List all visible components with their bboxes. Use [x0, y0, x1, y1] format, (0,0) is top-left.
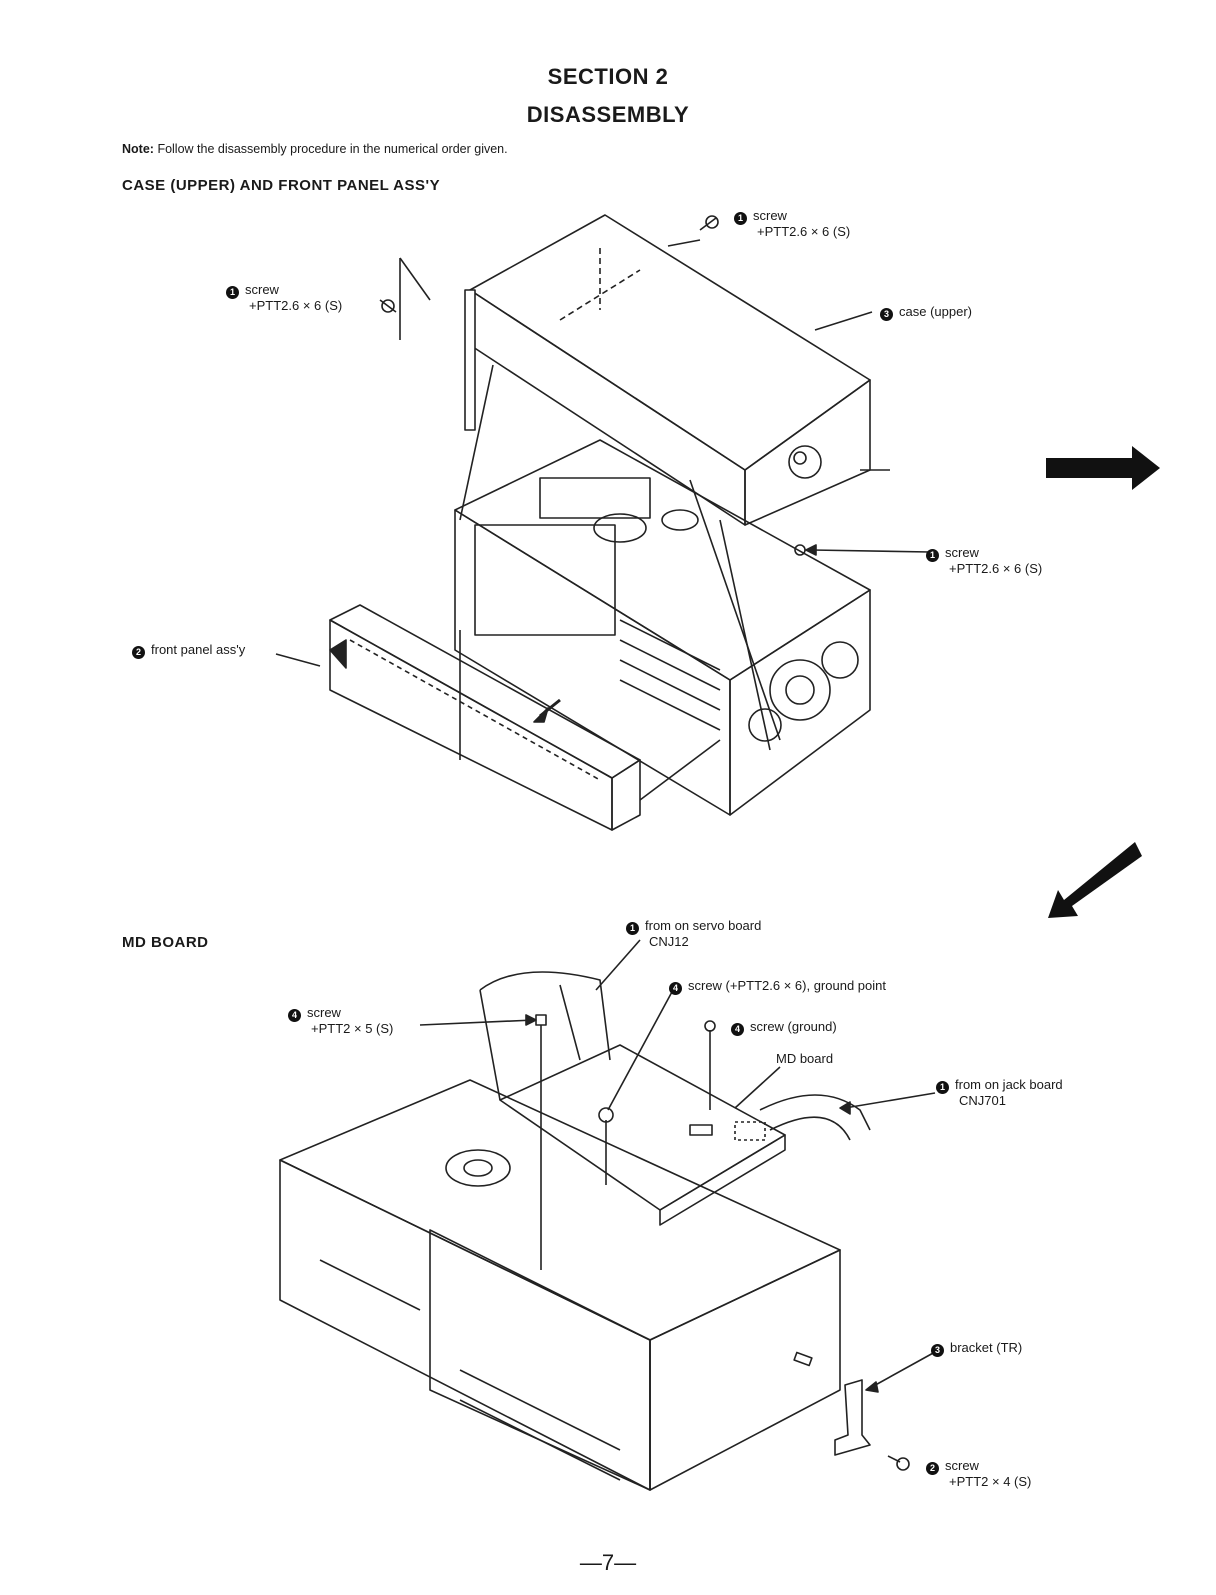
step-number-icon: 1 — [926, 548, 939, 562]
case-upper-drawing — [399, 214, 890, 526]
step-number-icon: 1 — [626, 921, 639, 935]
screw-bottom-icon — [887, 1455, 910, 1471]
screw-ground-icon — [704, 1020, 716, 1032]
md-chassis-drawing — [279, 1079, 841, 1491]
label-md-board: MD board — [776, 1051, 834, 1066]
step-number-icon: 4 — [731, 1022, 744, 1036]
page-number: —7— — [579, 1550, 637, 1575]
leader-screw-top — [667, 239, 701, 247]
step-number-icon: 4 — [669, 981, 682, 995]
flex-cable-servo — [479, 971, 611, 1101]
screw-left-icon-2 — [535, 1014, 547, 1026]
step-number-icon: 2 — [132, 645, 145, 659]
flex-cable-jack — [759, 1094, 871, 1141]
figure2-heading: MD BOARD — [122, 934, 209, 951]
bracket-drawing — [834, 1379, 871, 1456]
leader-front-panel — [275, 653, 321, 667]
figure1-heading: CASE (UPPER) AND FRONT PANEL ASS'Y — [122, 177, 441, 194]
note: Note: Follow the disassembly procedure i… — [122, 142, 508, 156]
chassis-drawing — [454, 439, 871, 816]
section-title: SECTION 2 — [547, 64, 669, 89]
arrow-right-icon — [1046, 446, 1160, 490]
arrow-down-left-icon — [1048, 842, 1142, 918]
screw-bracket-icon — [793, 1351, 813, 1367]
leader-screw-right — [811, 549, 931, 553]
note-text: Follow the disassembly procedure in the … — [157, 142, 508, 156]
step-number-icon: 1 — [734, 211, 747, 225]
step-number-icon: 1 — [936, 1080, 949, 1094]
screw-ground-point-icon — [598, 1107, 614, 1123]
step-number-icon: 4 — [288, 1008, 301, 1022]
screw-top-icon — [699, 215, 719, 231]
screw-right-icon — [794, 544, 806, 556]
page-title: DISASSEMBLY — [526, 102, 690, 127]
step-number-icon: 3 — [931, 1343, 944, 1357]
leader-case-upper — [814, 311, 873, 331]
screw-left-icon — [379, 299, 397, 313]
step-number-icon: 3 — [880, 307, 893, 321]
step-number-icon: 2 — [926, 1461, 939, 1475]
note-prefix: Note: — [122, 142, 154, 156]
md-board-drawing — [499, 1044, 786, 1226]
front-panel-drawing — [329, 604, 641, 831]
step-number-icon: 1 — [226, 285, 239, 299]
